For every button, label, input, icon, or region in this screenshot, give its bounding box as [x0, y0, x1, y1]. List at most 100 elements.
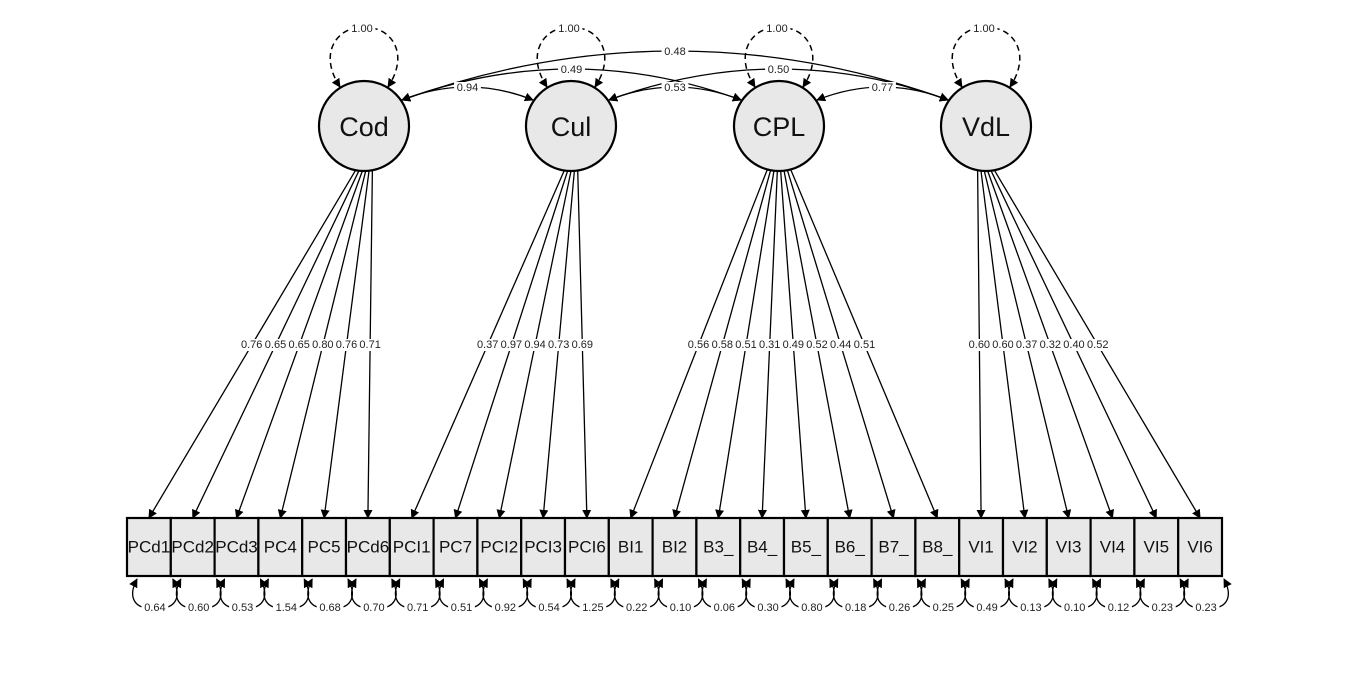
residual-label: 0.12: [1108, 602, 1129, 614]
loading-label: 0.32: [1040, 339, 1061, 351]
loading-label-bg: [262, 339, 289, 351]
loading-label: 0.76: [241, 339, 262, 351]
loading-label-bg: [685, 339, 712, 351]
loading-label-bg: [1036, 339, 1064, 351]
indicator-box: [607, 516, 654, 578]
residual-label: 0.80: [801, 602, 822, 614]
indicator-label: B6_: [835, 538, 866, 557]
indicator-box: [125, 516, 172, 578]
loading-label: 0.69: [572, 339, 593, 351]
residual-label: 0.30: [757, 602, 778, 614]
variance-label-bg: [763, 23, 791, 35]
loading-label-bg: [568, 339, 596, 351]
loading-label: 0.31: [759, 339, 780, 351]
residual-label: 0.13: [1020, 602, 1041, 614]
variance-loop: [329, 27, 399, 88]
loading-label-bg: [285, 339, 313, 351]
residual-label: 0.10: [1064, 602, 1085, 614]
latent-node: [317, 79, 411, 173]
indicator-box: [1001, 516, 1048, 578]
residual-label-bg: [1017, 602, 1045, 614]
residual-label-bg: [360, 602, 388, 614]
indicator-label: PC7: [439, 538, 472, 557]
loading-label-bg: [474, 339, 502, 351]
residual-label: 0.18: [845, 602, 866, 614]
indicator-label: B4_: [747, 538, 778, 557]
residual-label-bg: [754, 602, 782, 614]
residual-label-bg: [404, 602, 432, 614]
indicator-box: [301, 516, 348, 578]
residual-label: 0.53: [232, 602, 253, 614]
loading-label-bg: [309, 339, 337, 351]
variance-label-bg: [555, 23, 583, 35]
loading-label: 0.52: [806, 339, 827, 351]
indicator-label: VI4: [1100, 538, 1126, 557]
latent-node: [732, 79, 826, 173]
indicator-label: PCd3: [215, 538, 258, 557]
residual-label-bg: [141, 602, 169, 614]
residual-label: 0.23: [1195, 602, 1216, 614]
indicator-box: [870, 516, 917, 578]
indicator-label: VI3: [1056, 538, 1082, 557]
residual-label: 0.23: [1152, 602, 1173, 614]
latent-label: Cul: [551, 112, 592, 142]
loading-label: 0.44: [830, 339, 851, 351]
loading-label-bg: [827, 339, 855, 351]
loading-label-bg: [1084, 339, 1112, 351]
covariance-label: 0.48: [664, 46, 685, 58]
covariance-label: 0.49: [561, 64, 582, 76]
indicator-box: [344, 516, 391, 578]
loading-label-bg: [756, 339, 784, 351]
indicator-label: VI2: [1012, 538, 1038, 557]
loading-label-bg: [732, 339, 760, 351]
residual-label: 0.92: [495, 602, 516, 614]
loading-label: 0.51: [735, 339, 756, 351]
variance-label: 1.00: [351, 23, 372, 35]
indicator-label: PCd1: [128, 538, 171, 557]
covariance-label-bg: [765, 64, 792, 76]
indicator-label: PCI3: [524, 538, 562, 557]
residual-label-bg: [973, 602, 1001, 614]
residual-label-bg: [842, 602, 870, 614]
residual-label-bg: [535, 602, 563, 614]
residual-label-bg: [1061, 602, 1089, 614]
indicator-label: VI1: [968, 538, 994, 557]
indicator-box: [695, 516, 742, 578]
residual-label-bg: [579, 602, 607, 614]
variance-label-bg: [970, 23, 998, 35]
covariance-label-bg: [661, 46, 689, 58]
loading-label-bg: [1013, 339, 1041, 351]
indicator-box: [257, 516, 304, 578]
loading-label-bg: [851, 339, 878, 351]
latent-label: CPL: [753, 112, 806, 142]
loading-label: 0.97: [501, 339, 522, 351]
residual-label-bg: [623, 602, 651, 614]
residual-label-bg: [491, 602, 519, 614]
residual-label-bg: [1148, 602, 1176, 614]
indicator-box: [826, 516, 873, 578]
loading-label: 0.58: [712, 339, 733, 351]
indicator-box: [739, 516, 786, 578]
covariance-label: 0.53: [664, 82, 685, 94]
loading-label: 0.71: [359, 339, 380, 351]
latent-node: [524, 79, 618, 173]
residual-label-bg: [710, 602, 738, 614]
residual-label: 0.51: [451, 602, 472, 614]
residual-label: 0.10: [670, 602, 691, 614]
loading-label: 0.65: [265, 339, 286, 351]
residual-label-bg: [316, 602, 344, 614]
loading-label-bg: [1060, 339, 1088, 351]
variance-loop: [951, 27, 1021, 88]
indicator-label: PCI2: [480, 538, 518, 557]
loading-label: 0.60: [992, 339, 1013, 351]
loading-label-bg: [521, 339, 549, 351]
indicator-label: BI2: [662, 538, 688, 557]
loading-label-bg: [708, 339, 736, 351]
residual-label: 0.68: [319, 602, 340, 614]
loading-label: 0.37: [1016, 339, 1037, 351]
residual-label-bg: [1105, 602, 1132, 614]
variance-label: 1.00: [766, 23, 787, 35]
residual-label: 0.71: [407, 602, 428, 614]
residual-label-bg: [886, 602, 913, 614]
